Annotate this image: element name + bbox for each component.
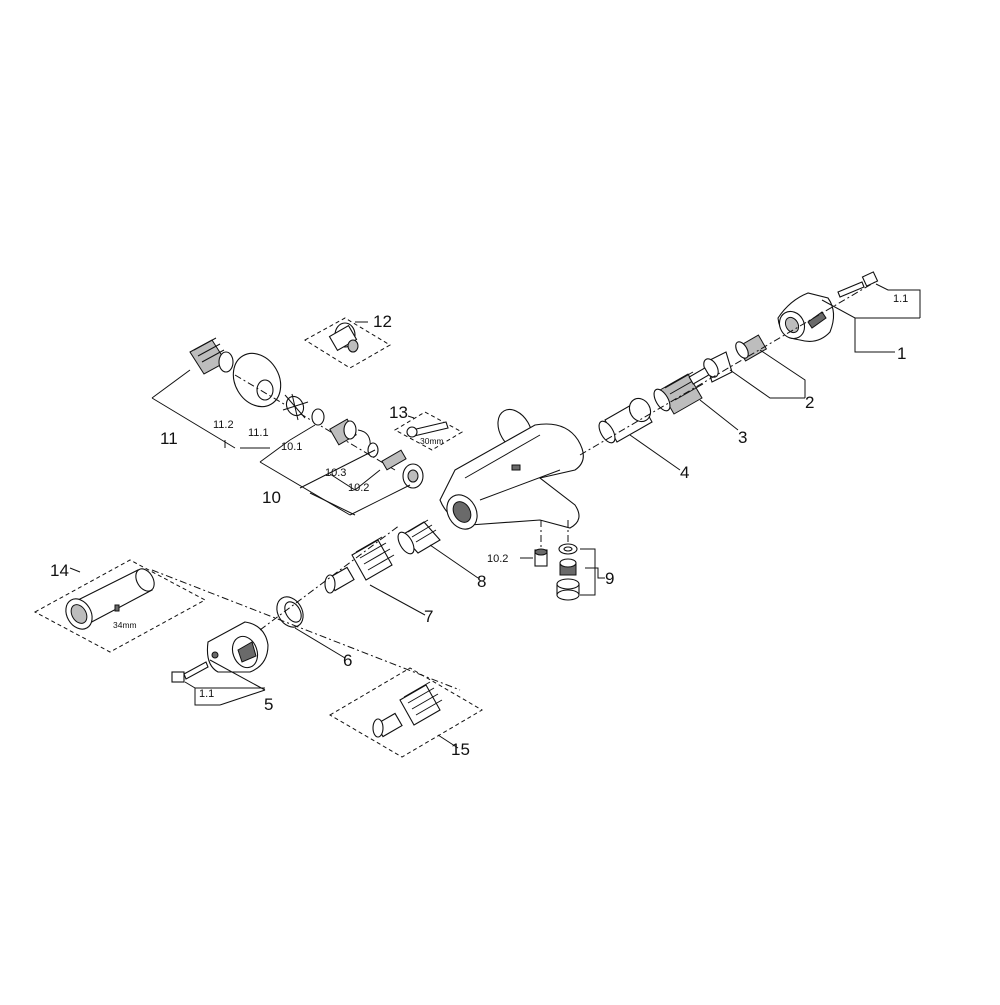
part-10-2-nozzle (381, 449, 407, 471)
part-10-2-aerator (534, 548, 548, 567)
part-14-socket-tool (65, 568, 155, 630)
callout-11: 11 (160, 429, 178, 448)
callout-10-2-body: 10.2 (487, 553, 508, 565)
callout-11-1: 11.1 (248, 427, 269, 439)
callout-2: 2 (805, 393, 814, 412)
callout-1-1-bottom: 1.1 (199, 688, 214, 700)
callout-12: 12 (373, 312, 392, 331)
callout-10-3: 10.3 (325, 467, 346, 479)
callout-10: 10 (262, 488, 281, 507)
wrench-size-label: 30mm (420, 436, 444, 446)
part-11-1-rosette (232, 352, 282, 408)
callout-6: 6 (343, 651, 352, 670)
callout-4: 4 (680, 463, 689, 482)
part-5-1-1-screw (171, 661, 209, 683)
callout-13: 13 (389, 403, 408, 422)
callout-7: 7 (424, 607, 433, 626)
part-13-wrench (406, 421, 449, 438)
socket-size-label: 34mm (113, 620, 137, 630)
callout-5: 5 (264, 695, 273, 714)
part-7-thermostat-cartridge (324, 536, 395, 594)
part-10-fitting (329, 418, 371, 449)
callout-3: 3 (738, 428, 747, 447)
part-3-cartridge (653, 367, 710, 415)
callout-9: 9 (605, 569, 614, 588)
part-6-ring (276, 596, 304, 628)
part-8-nut (397, 519, 441, 555)
callout-15: 15 (451, 740, 470, 759)
part-10-3-oring (367, 442, 379, 458)
part-2-cartridge-adapter (703, 334, 768, 383)
part-4-diverter (598, 397, 653, 444)
part-10-nut (402, 463, 424, 489)
mixer-body (439, 408, 584, 530)
part-1-handle (777, 292, 835, 342)
callout-10-1: 10.1 (281, 441, 302, 453)
star-washer (282, 393, 309, 421)
callout-1-1-top: 1.1 (893, 293, 908, 305)
callout-8: 8 (477, 572, 486, 591)
part-10-1-seal (311, 408, 325, 426)
part-15-cartridge (372, 681, 443, 738)
part-11-2-connector (189, 337, 234, 375)
part-1-1-screw (837, 271, 879, 298)
part-12-fitting (328, 322, 359, 353)
callout-11-2: 11.2 (213, 419, 234, 431)
callout-1: 1 (897, 344, 906, 363)
part-5-temperature-handle (206, 621, 269, 673)
callout-10-2: 10.2 (348, 482, 369, 494)
callout-14: 14 (50, 561, 69, 580)
part-9-outlet-set (556, 543, 580, 601)
